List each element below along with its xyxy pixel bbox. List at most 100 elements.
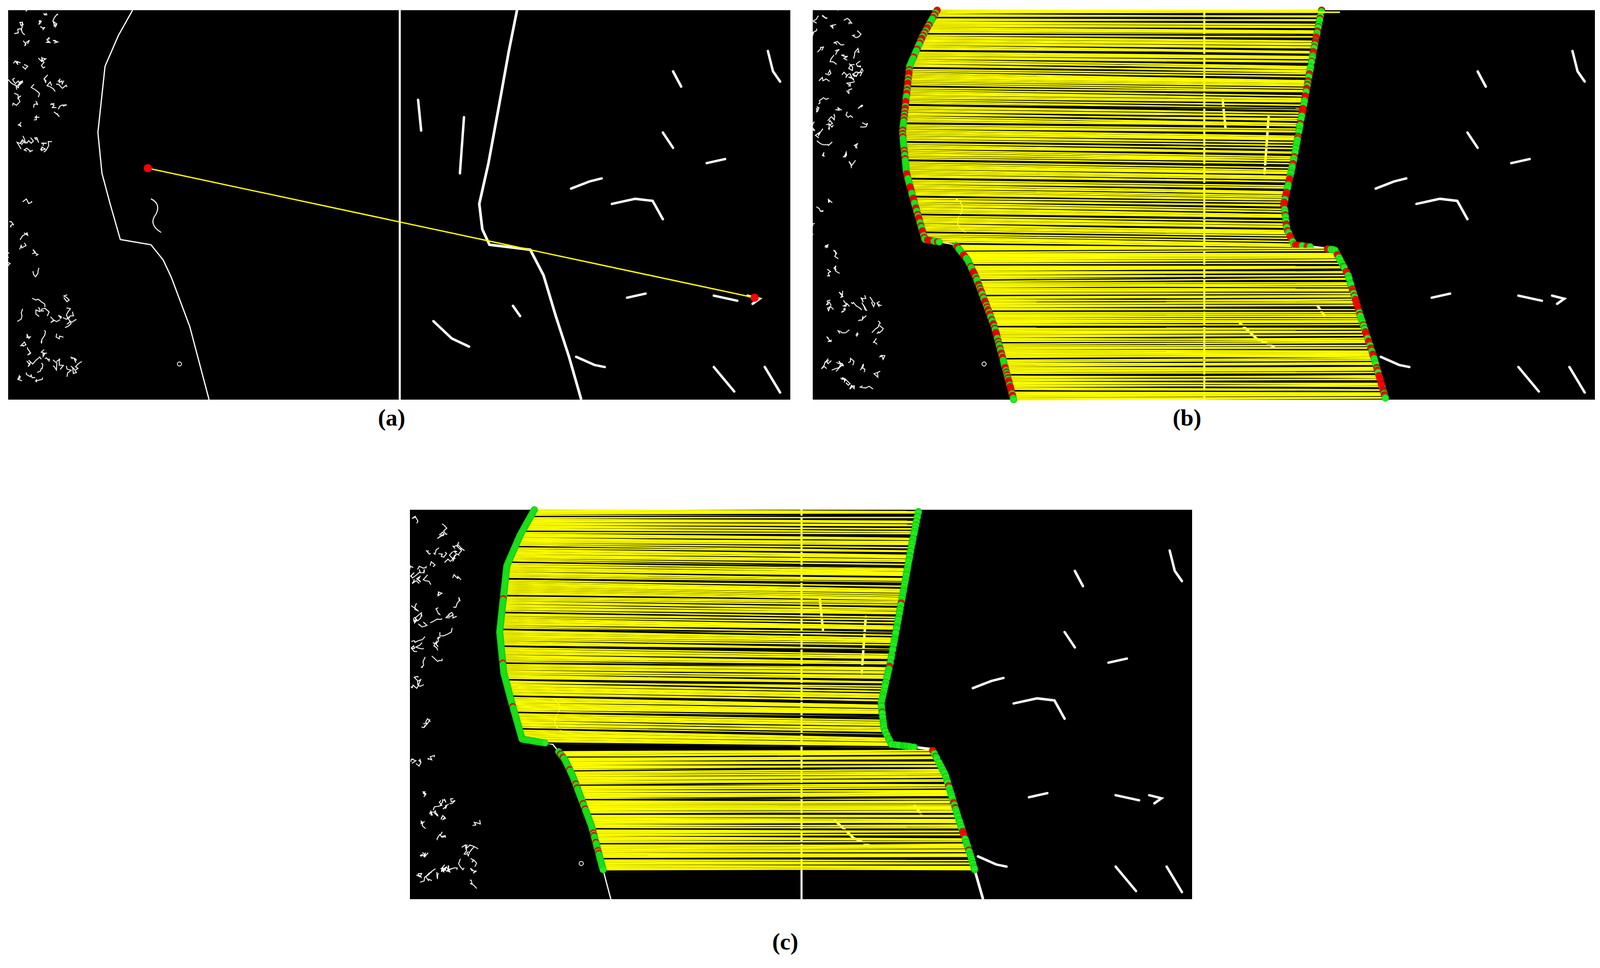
match-line xyxy=(595,839,966,840)
island-outline xyxy=(53,359,58,371)
island-outline xyxy=(26,372,36,378)
edge-streak xyxy=(1569,367,1585,393)
match-line xyxy=(593,832,964,834)
island-outline xyxy=(461,844,468,855)
match-line xyxy=(998,342,1370,345)
edge-streak xyxy=(1380,356,1410,368)
island-outline xyxy=(449,551,457,559)
match-line xyxy=(576,782,948,786)
island-outline xyxy=(53,21,57,28)
island-outline xyxy=(411,685,419,689)
match-line xyxy=(975,275,1349,277)
island-outline xyxy=(21,22,24,27)
match-line xyxy=(1006,370,1378,372)
match-line xyxy=(596,842,967,844)
island-outline xyxy=(858,105,863,109)
edge-streak xyxy=(571,178,602,189)
edge-streak xyxy=(1169,550,1182,582)
match-line xyxy=(927,26,1319,28)
match-point xyxy=(971,865,978,873)
island-outline xyxy=(421,657,426,668)
island-outline xyxy=(410,759,417,764)
match-line xyxy=(1000,347,1372,350)
island-outline xyxy=(26,360,31,367)
edge-streak xyxy=(576,356,605,368)
island-outline xyxy=(419,569,425,574)
island-outline xyxy=(435,607,441,615)
match-line xyxy=(1004,364,1376,367)
edge-streak xyxy=(977,856,1007,867)
edge-streak xyxy=(662,132,674,148)
island-outline xyxy=(422,791,426,797)
island-outline xyxy=(19,242,27,250)
match-line xyxy=(977,282,1351,285)
island-outline xyxy=(860,364,865,373)
panel xyxy=(1,4,791,400)
island-outline xyxy=(821,360,829,370)
match-line xyxy=(590,824,962,827)
island-outline xyxy=(876,301,882,306)
island-outline xyxy=(466,844,479,849)
match-line xyxy=(986,302,1357,305)
island-outline xyxy=(57,79,64,84)
match-line xyxy=(543,742,915,748)
island-outline xyxy=(416,576,421,583)
match-line xyxy=(982,293,1354,295)
edge-streak xyxy=(433,321,470,347)
match-line xyxy=(596,842,967,844)
island-outline xyxy=(848,63,855,71)
island-outline xyxy=(429,811,433,816)
match-line xyxy=(961,250,1335,253)
match-point xyxy=(1382,394,1389,402)
match-line xyxy=(578,790,951,792)
island-outline xyxy=(467,846,475,857)
island-outline xyxy=(813,15,819,24)
match-line xyxy=(987,308,1359,311)
island-outline xyxy=(826,300,832,306)
island-outline xyxy=(838,360,843,369)
island-outline xyxy=(458,859,464,870)
panel xyxy=(407,506,1193,900)
match-line xyxy=(594,834,964,836)
island-outline xyxy=(14,93,21,99)
edge-streak xyxy=(512,305,521,317)
match-line xyxy=(989,312,1360,314)
island-outline xyxy=(470,858,477,867)
edge-streak xyxy=(1115,866,1137,892)
panel-ground xyxy=(409,509,1193,900)
match-line xyxy=(922,35,1316,37)
island-outline xyxy=(14,28,25,35)
match-line xyxy=(994,327,1365,329)
island-outline xyxy=(452,574,461,580)
match-line xyxy=(933,17,1321,19)
match-point xyxy=(143,164,152,173)
match-point xyxy=(541,739,549,747)
island-outline xyxy=(834,265,840,274)
match-line xyxy=(989,314,1360,315)
match-line xyxy=(988,310,1359,312)
edge-streak xyxy=(713,295,738,301)
island-outline xyxy=(835,107,842,111)
island-outline xyxy=(437,591,443,596)
island-outline xyxy=(38,58,46,62)
island-outline xyxy=(58,105,67,110)
coastline xyxy=(479,10,582,400)
island-outline xyxy=(422,852,429,857)
island-outline xyxy=(845,111,854,118)
match-line xyxy=(567,762,940,765)
match-line xyxy=(562,754,935,757)
island-outline xyxy=(456,542,462,555)
edge-streak xyxy=(1552,295,1565,304)
match-line xyxy=(964,255,1339,257)
island-outline xyxy=(37,363,43,373)
edge-streak xyxy=(673,71,682,87)
island-outline xyxy=(24,148,34,152)
match-line xyxy=(1003,360,1375,363)
island-outline xyxy=(75,361,82,370)
edge-streak xyxy=(1518,295,1542,301)
island-outline xyxy=(855,332,859,337)
match-line xyxy=(599,856,971,858)
match-line xyxy=(521,532,915,534)
island-outline xyxy=(46,81,56,92)
island-outline xyxy=(426,550,431,555)
